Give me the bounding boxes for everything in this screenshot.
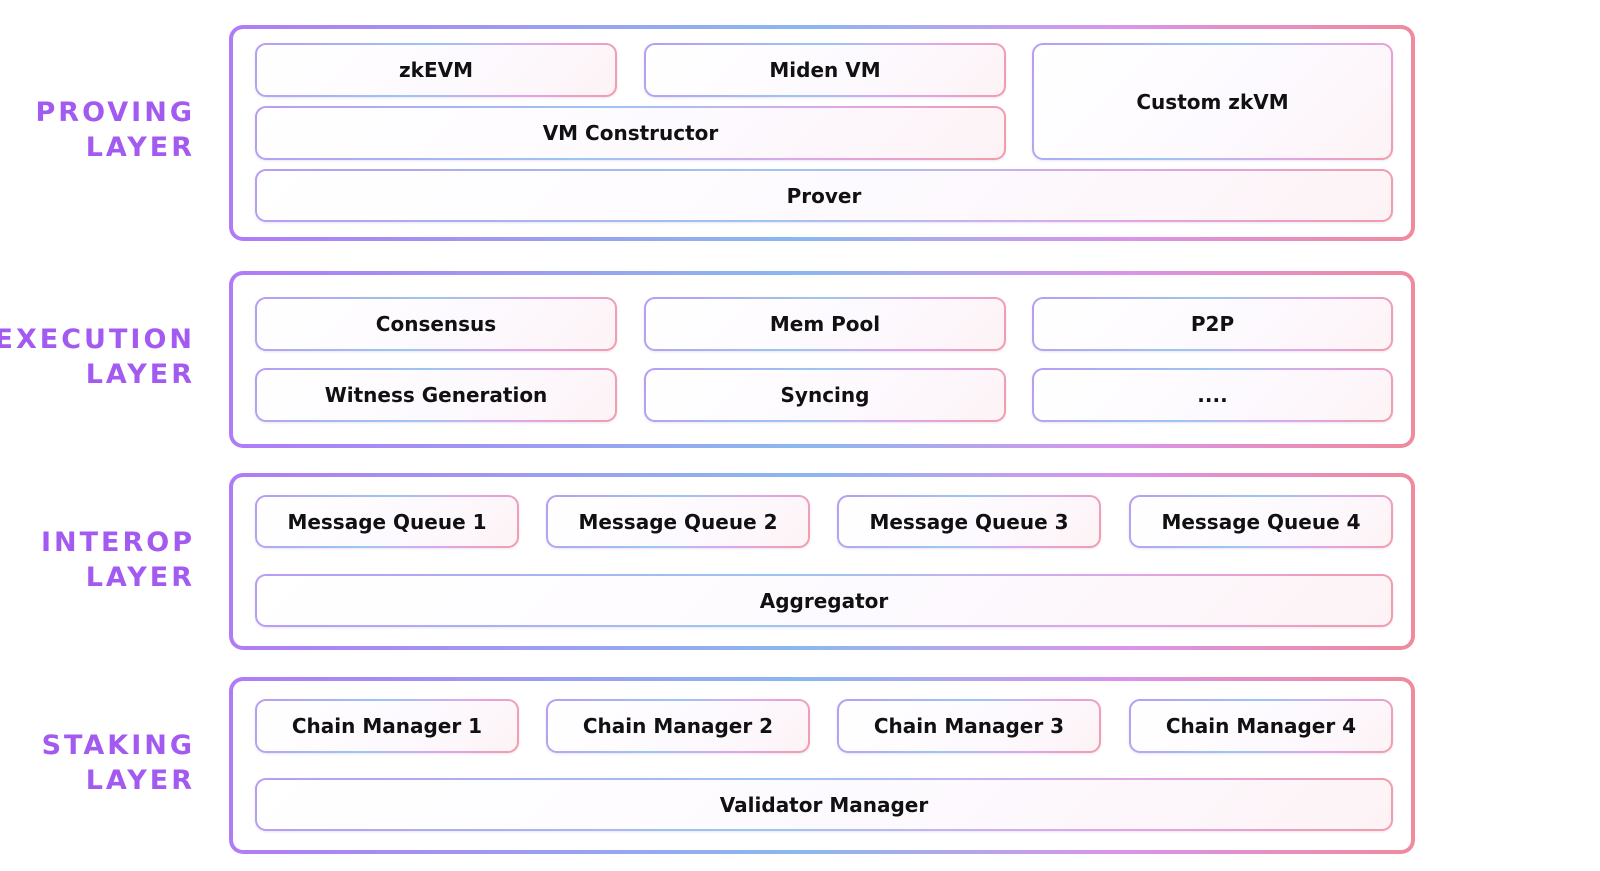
- message-queue-2-box: Message Queue 2: [546, 495, 810, 548]
- custom-zkvm-box: Custom zkVM: [1032, 43, 1393, 160]
- miden-vm-box: Miden VM: [644, 43, 1006, 97]
- zkevm-box: zkEVM: [255, 43, 617, 97]
- chain-manager-2-box: Chain Manager 2: [546, 699, 810, 753]
- proving-layer-label: PROVING LAYER: [35, 97, 195, 163]
- p2p-box: P2P: [1032, 297, 1393, 351]
- witness-generation-box: Witness Generation: [255, 368, 617, 422]
- vm-constructor-box: VM Constructor: [255, 106, 1006, 160]
- aggregator-box: Aggregator: [255, 574, 1393, 627]
- message-queue-3-box: Message Queue 3: [837, 495, 1101, 548]
- message-queue-4-box: Message Queue 4: [1129, 495, 1393, 548]
- validator-manager-box: Validator Manager: [255, 778, 1393, 831]
- chain-manager-3-box: Chain Manager 3: [837, 699, 1101, 753]
- interop-layer-label: INTEROP LAYER: [40, 527, 195, 593]
- mem-pool-box: Mem Pool: [644, 297, 1006, 351]
- execution-layer-label: EXECUTION LAYER: [0, 324, 195, 390]
- prover-box: Prover: [255, 169, 1393, 222]
- chain-manager-1-box: Chain Manager 1: [255, 699, 519, 753]
- message-queue-1-box: Message Queue 1: [255, 495, 519, 548]
- chain-manager-4-box: Chain Manager 4: [1129, 699, 1393, 753]
- consensus-box: Consensus: [255, 297, 617, 351]
- staking-layer-label: STAKING LAYER: [41, 730, 195, 796]
- more-components-box: ....: [1032, 368, 1393, 422]
- syncing-box: Syncing: [644, 368, 1006, 422]
